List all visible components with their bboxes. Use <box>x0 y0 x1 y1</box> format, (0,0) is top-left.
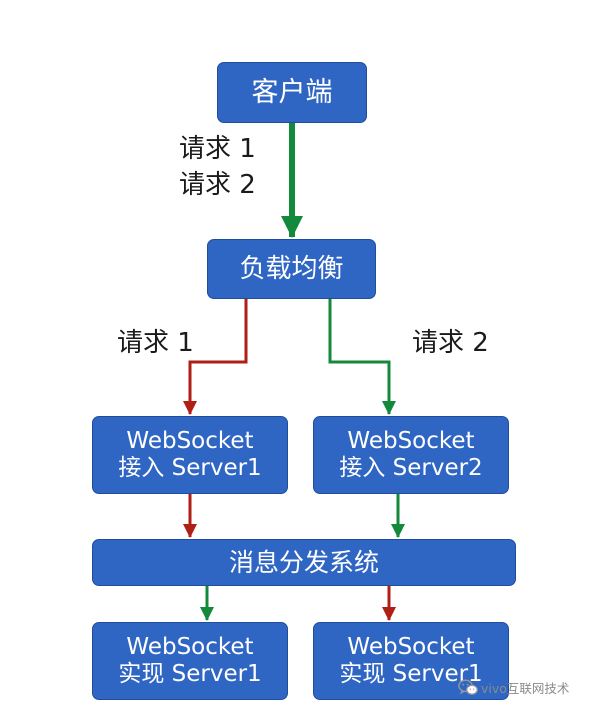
access2-line1: WebSocket <box>347 427 475 454</box>
client-node-label: 客户端 <box>251 76 333 108</box>
request2-label-right: 请求 2 <box>412 328 489 358</box>
arrow-lb-to-access1 <box>183 299 248 415</box>
request2-label-top: 请求 2 <box>179 170 256 200</box>
arrow-lb-to-access2 <box>328 299 396 415</box>
websocket-access-server2-node: WebSocket 接入 Server2 <box>313 416 509 494</box>
load-balancer-node: 负载均衡 <box>207 239 376 299</box>
access2-line2: 接入 Server2 <box>339 455 483 481</box>
impl1-line1: WebSocket <box>126 633 254 660</box>
watermark: vivo互联网技术 <box>458 678 569 697</box>
impl1-line2: 实现 Server1 <box>118 661 262 687</box>
request1-label-top: 请求 1 <box>179 134 256 164</box>
websocket-impl-server1-node-left: WebSocket 实现 Server1 <box>92 622 288 700</box>
access1-line1: WebSocket <box>126 427 254 454</box>
wechat-icon <box>458 679 478 695</box>
access1-line2: 接入 Server1 <box>118 455 262 481</box>
message-dispatch-node: 消息分发系统 <box>92 539 516 586</box>
watermark-text: vivo互联网技术 <box>481 681 570 696</box>
websocket-access-server1-node: WebSocket 接入 Server1 <box>92 416 288 494</box>
load-balancer-node-label: 负载均衡 <box>239 253 344 284</box>
request1-label-left: 请求 1 <box>117 328 194 358</box>
impl2-line2: 实现 Server1 <box>339 661 483 687</box>
client-node: 客户端 <box>217 62 367 123</box>
dispatch-label: 消息分发系统 <box>228 547 379 577</box>
impl2-line1: WebSocket <box>347 633 475 660</box>
